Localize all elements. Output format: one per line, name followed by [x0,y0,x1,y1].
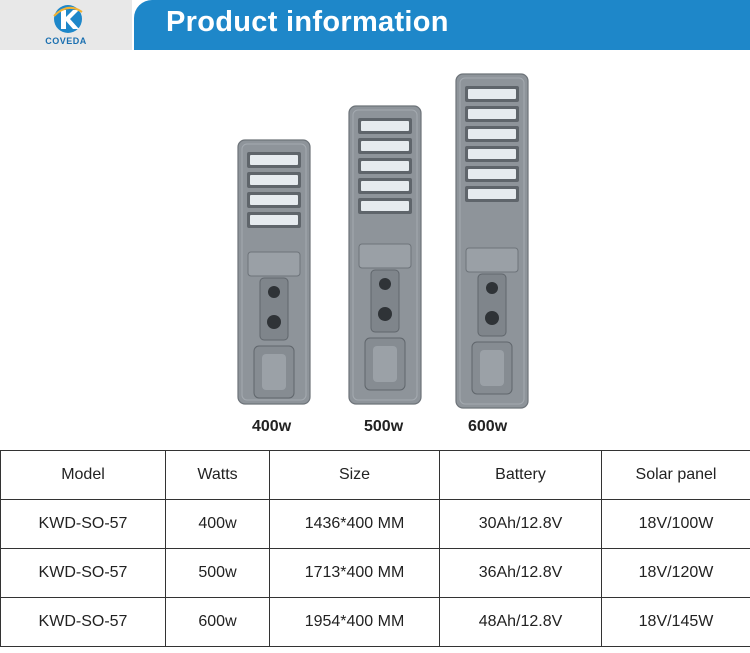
cell-solar-panel: 18V/120W [601,548,750,598]
title-bar: Product information [134,0,750,50]
cell-solar-panel: 18V/145W [601,597,750,647]
sensor-icon [378,307,392,321]
table-header-row: Model Watts Size Battery Solar panel [0,450,750,500]
cell-size: 1713*400 MM [269,548,440,598]
brand-name: COVEDA [45,36,87,46]
lamp-500w [348,105,422,405]
lamp-600w [455,73,529,409]
lamp-400w [237,139,311,405]
cell-model: KWD-SO-57 [0,548,166,598]
spec-table: Model Watts Size Battery Solar panel KWD… [0,450,750,647]
cell-size: 1436*400 MM [269,499,440,549]
sensor-icon [268,286,280,298]
cell-battery: 30Ah/12.8V [439,499,602,549]
lamp-label-600w: 600w [468,418,508,435]
cell-watts: 400w [165,499,270,549]
lamp-label-500w: 500w [364,418,404,435]
brand-logo: COVEDA [0,0,132,50]
table-row: KWD-SO-57 600w 1954*400 MM 48Ah/12.8V 18… [0,597,750,647]
sensor-icon [485,311,499,325]
cell-size: 1954*400 MM [269,597,440,647]
table-row: KWD-SO-57 400w 1436*400 MM 30Ah/12.8V 18… [0,499,750,549]
sensor-icon [379,278,391,290]
header-model: Model [0,450,166,500]
page-title: Product information [166,6,449,38]
sensor-icon [486,282,498,294]
header-size: Size [269,450,440,500]
product-photo [237,73,529,409]
page-header: COVEDA Product information [0,0,750,50]
header-watts: Watts [165,450,270,500]
header-solar-panel: Solar panel [601,450,750,500]
lamp-label-400w: 400w [252,418,292,435]
cell-battery: 36Ah/12.8V [439,548,602,598]
cell-solar-panel: 18V/100W [601,499,750,549]
cell-watts: 500w [165,548,270,598]
sensor-icon [267,315,281,329]
cell-watts: 600w [165,597,270,647]
cell-model: KWD-SO-57 [0,499,166,549]
k-emblem-icon [53,5,83,33]
table-row: KWD-SO-57 500w 1713*400 MM 36Ah/12.8V 18… [0,548,750,598]
cell-battery: 48Ah/12.8V [439,597,602,647]
header-battery: Battery [439,450,602,500]
cell-model: KWD-SO-57 [0,597,166,647]
